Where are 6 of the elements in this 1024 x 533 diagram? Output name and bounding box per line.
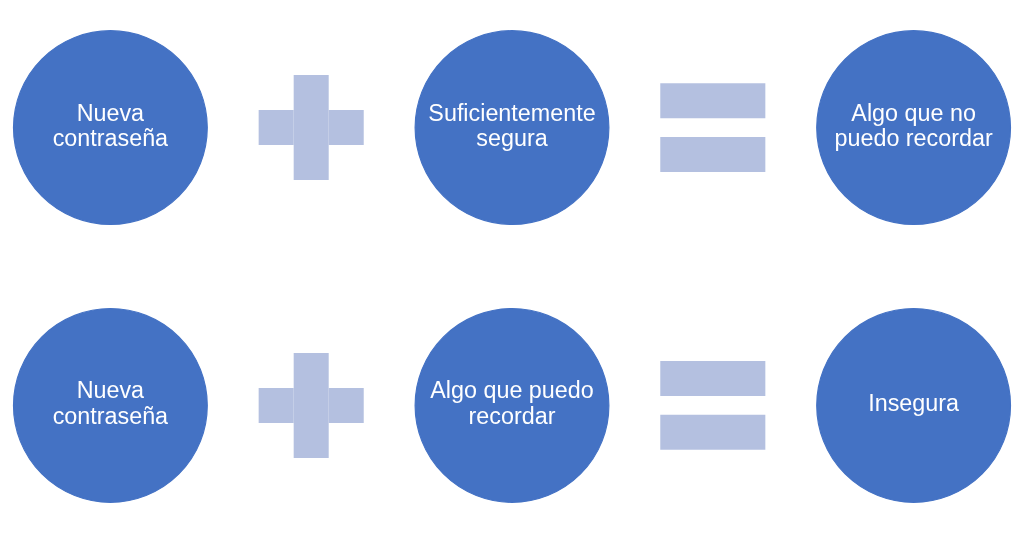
node-circle: Nueva contraseña xyxy=(12,30,208,226)
node-circle: Suficientemente segura xyxy=(414,30,610,226)
node-circle: Algo que no puedo recordar xyxy=(816,30,1012,226)
node-circle: Algo que puedo recordar xyxy=(414,307,610,503)
node-circle: Insegura xyxy=(816,307,1012,503)
node-circle: Nueva contraseña xyxy=(12,307,208,503)
